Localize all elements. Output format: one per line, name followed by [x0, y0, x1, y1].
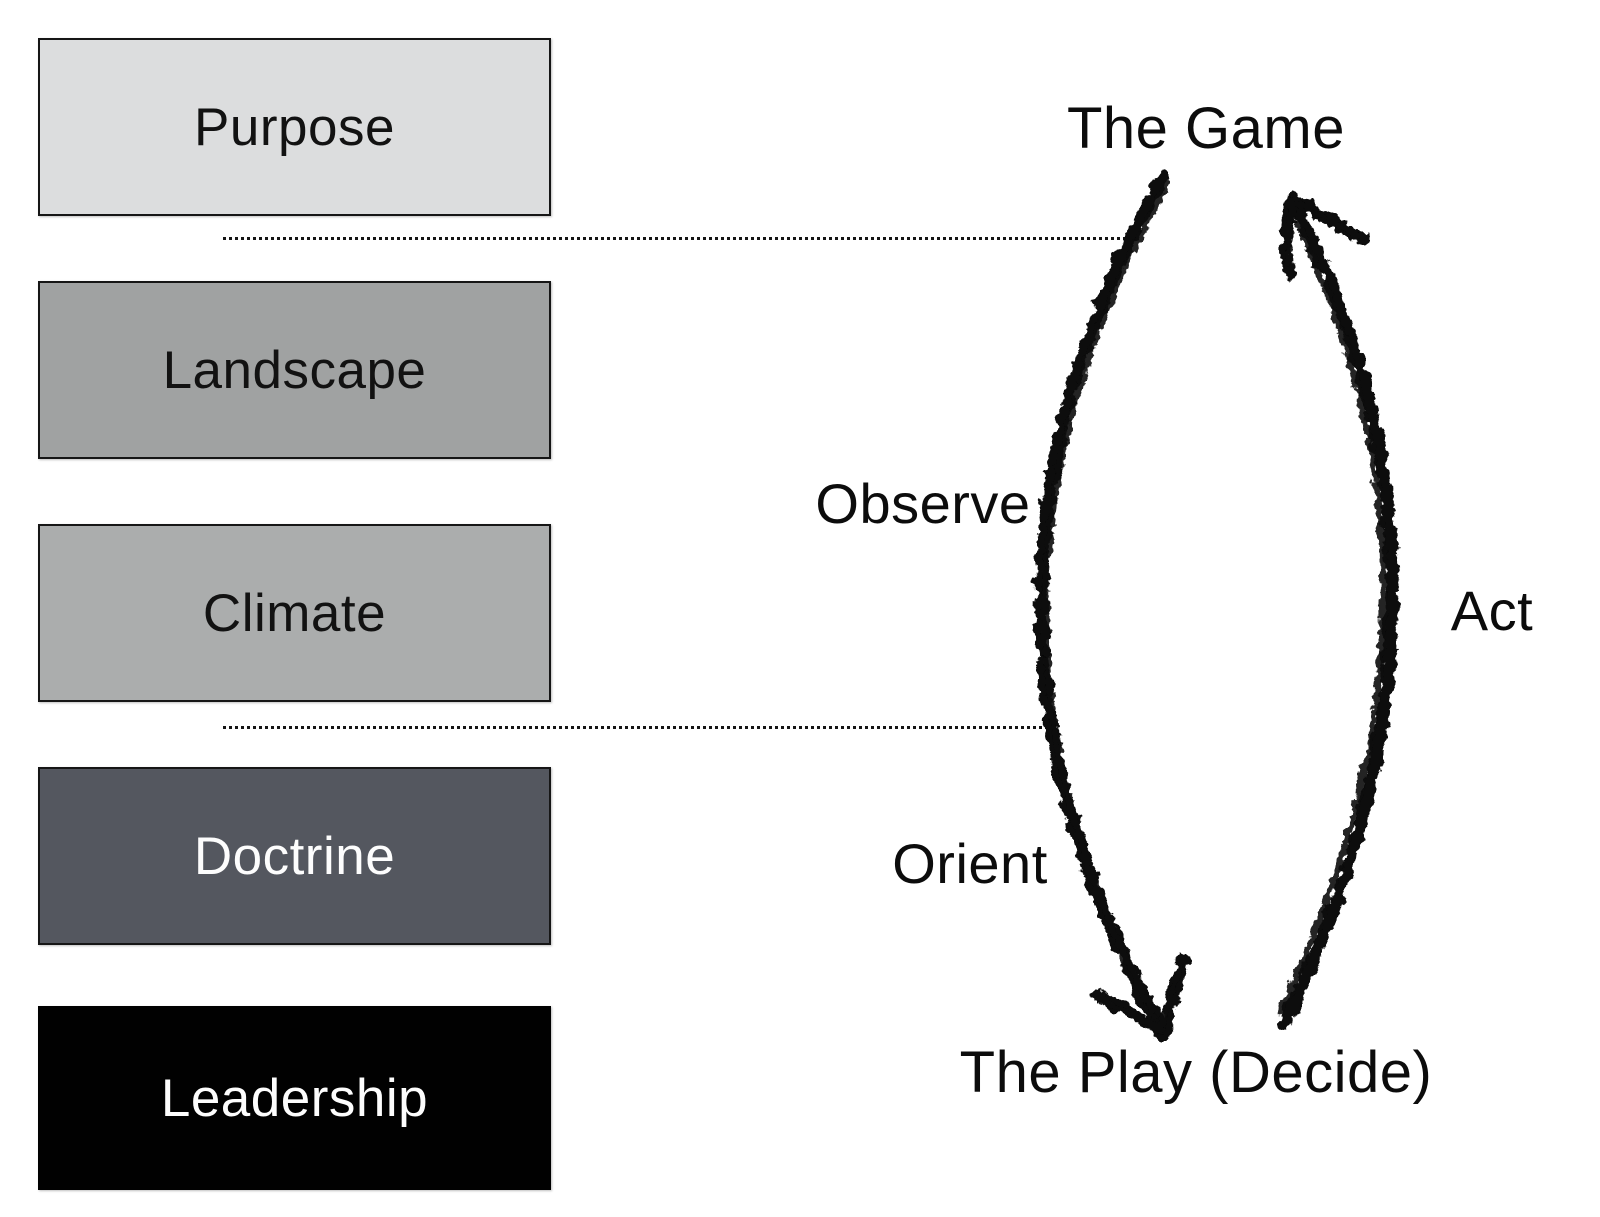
- stack-box-purpose: Purpose: [38, 38, 551, 216]
- act-arrow-shaft-texture: [1276, 221, 1388, 1016]
- stack-box-climate: Climate: [38, 524, 551, 702]
- stack-box-doctrine: Doctrine: [38, 767, 551, 945]
- cycle-bottom-label: The Play (Decide): [959, 1040, 1433, 1105]
- dotted-connector-top: [223, 237, 1126, 240]
- stack-box-climate-label: Climate: [202, 583, 387, 643]
- orient-label: Orient: [892, 832, 1048, 895]
- stack-box-purpose-label: Purpose: [194, 97, 395, 157]
- dotted-connector-bottom: [223, 726, 1050, 729]
- observe-arrow-shaft-texture: [1041, 180, 1171, 1020]
- stack-box-landscape-label: Landscape: [162, 340, 427, 400]
- stack-box-doctrine-label: Doctrine: [193, 826, 396, 886]
- observe-label: Observe: [815, 472, 1031, 535]
- stack-box-landscape: Landscape: [38, 281, 551, 459]
- cycle-top-label: The Game: [1067, 96, 1345, 161]
- stack-box-leadership-label: Leadership: [160, 1068, 429, 1128]
- stack-box-leadership: Leadership: [38, 1006, 551, 1190]
- act-label: Act: [1450, 579, 1534, 642]
- act-arrow-shaft: [1278, 192, 1399, 1029]
- observe-arrowhead-texture: [1101, 963, 1183, 1035]
- act-arrowhead-texture: [1284, 195, 1361, 269]
